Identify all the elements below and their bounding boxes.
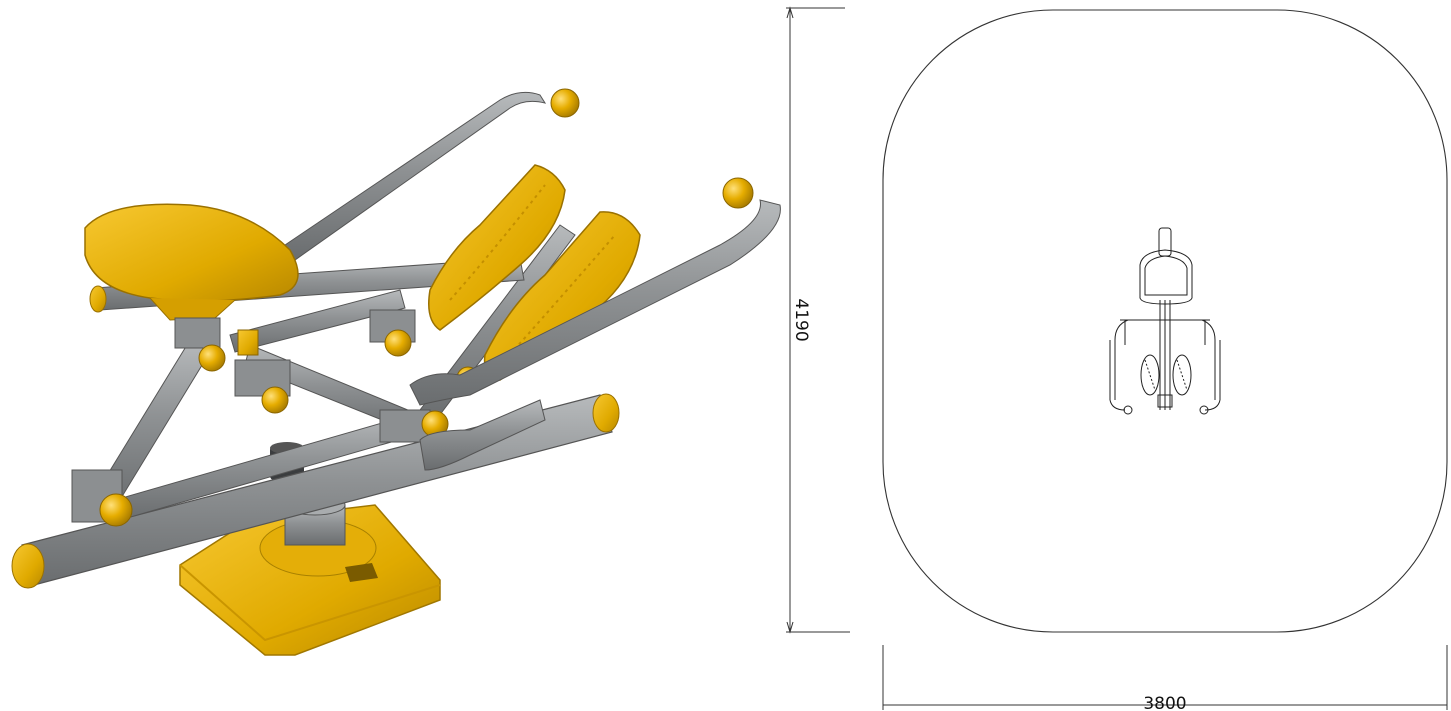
seat xyxy=(84,203,299,321)
foot-pedal-left xyxy=(428,164,566,331)
front-handle xyxy=(409,177,781,471)
depth-dimension xyxy=(786,6,850,634)
joint-caps xyxy=(71,309,480,527)
width-dimension-label: 3800 xyxy=(1143,694,1186,711)
depth-dimension-label: 4190 xyxy=(791,298,811,341)
plan-view: 4190 3800 xyxy=(786,6,1448,711)
width-dimension xyxy=(882,645,1448,710)
rear-handle xyxy=(284,88,580,261)
safety-zone-outline xyxy=(882,9,1448,633)
equipment-render xyxy=(11,88,781,656)
equipment-top-view xyxy=(1109,227,1221,415)
